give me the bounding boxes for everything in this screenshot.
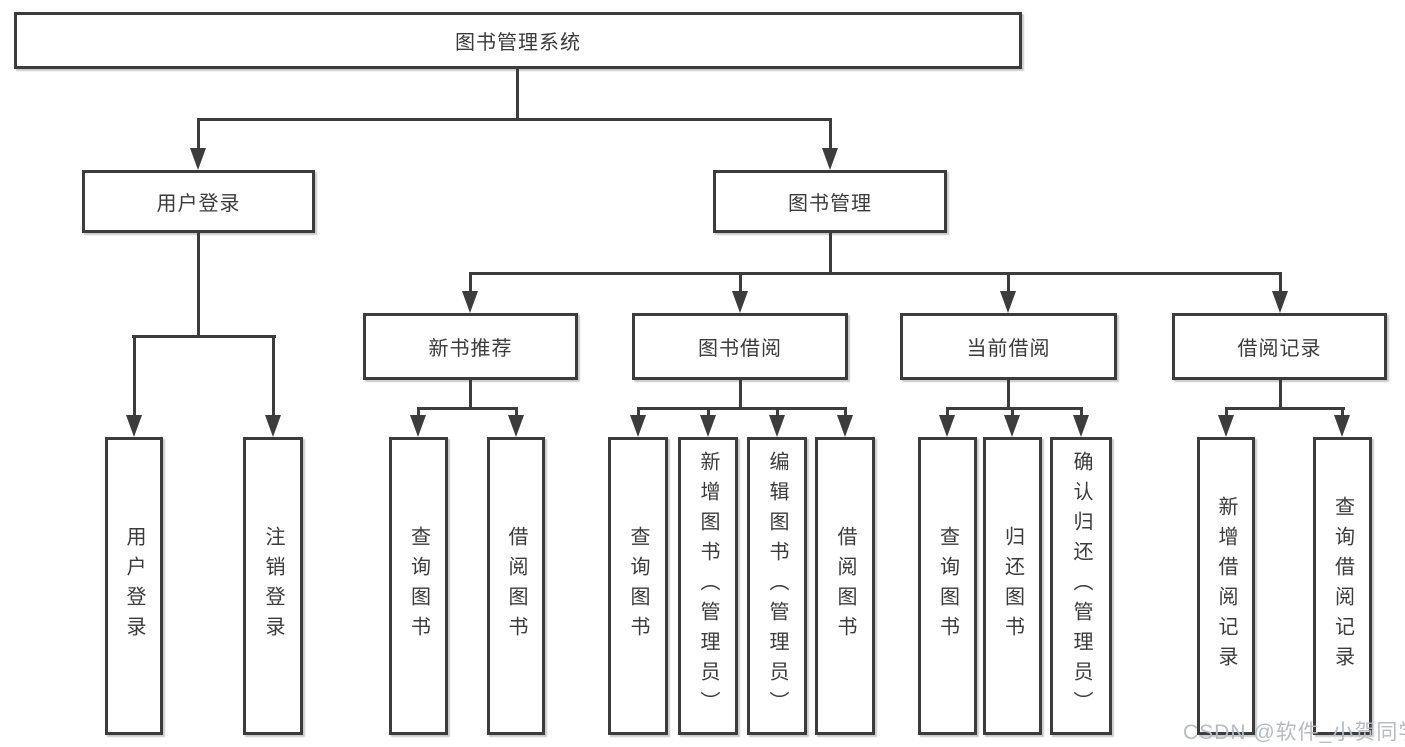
arrow-down-icon — [1272, 291, 1288, 313]
node-book-borrowing-label: 图书借阅 — [698, 338, 782, 360]
connector-stub-borrowing-records — [1279, 272, 1282, 294]
leaf-add-book-admin: 新增图书（管理员） — [678, 437, 738, 735]
leaf-borrow-books-borrowing: 借阅图书 — [815, 437, 875, 735]
leaf-query-books-recommend-label: 查询图书 — [407, 526, 430, 646]
connector-stub-book-borrowing — [739, 272, 742, 294]
arrow-down-icon — [190, 148, 206, 170]
leaf-user-login-label: 用户登录 — [123, 526, 145, 646]
leaf-add-borrow-record-label: 新增借阅记录 — [1215, 496, 1237, 676]
leaf-logout: 注销登录 — [243, 437, 303, 735]
leaf-return-books-label: 归还图书 — [1001, 526, 1024, 646]
arrow-down-icon — [1218, 415, 1234, 437]
node-book-management-label: 图书管理 — [788, 193, 872, 215]
leaf-borrow-books-recommend: 借阅图书 — [487, 437, 545, 735]
node-root: 图书管理系统 — [14, 12, 1022, 69]
leaf-borrow-books-borrowing-label: 借阅图书 — [834, 526, 856, 646]
connector-stub-leaf — [1011, 407, 1014, 420]
connector-stub-leaf-logout — [272, 335, 275, 419]
node-new-book-recommend-label: 新书推荐 — [428, 338, 513, 360]
leaf-query-books-current: 查询图书 — [918, 437, 977, 735]
leaf-query-books-borrowing: 查询图书 — [608, 437, 668, 735]
arrow-down-icon — [822, 148, 838, 170]
connector-stub-leaf — [515, 407, 518, 420]
arrow-down-icon — [265, 415, 281, 437]
connector-user-login-bus — [132, 335, 276, 338]
connector-current-borrowing-bus — [946, 407, 1083, 410]
leaf-query-borrow-record: 查询借阅记录 — [1313, 437, 1372, 735]
node-book-management: 图书管理 — [713, 170, 947, 233]
connector-user-login-down — [197, 233, 200, 338]
arrow-down-icon — [769, 415, 785, 437]
arrow-down-icon — [508, 415, 524, 437]
leaf-return-books: 归还图书 — [983, 437, 1042, 735]
node-current-borrowing-label: 当前借阅 — [966, 338, 1051, 360]
arrow-down-icon — [700, 415, 716, 437]
arrow-down-icon — [126, 415, 142, 437]
node-user-login-label: 用户登录 — [156, 193, 241, 215]
connector-stub-leaf — [417, 407, 420, 420]
leaf-user-login: 用户登录 — [105, 437, 163, 735]
connector-stub-new-book — [469, 272, 472, 294]
connector-stub-current-borrowing — [1007, 272, 1010, 294]
node-borrowing-records: 借阅记录 — [1172, 313, 1387, 380]
connector-stub-leaf — [946, 407, 949, 420]
arrow-down-icon — [1000, 291, 1016, 313]
connector-book-borrowing-bus — [637, 407, 847, 410]
leaf-edit-book-admin-label: 编辑图书（管理员） — [766, 451, 788, 721]
connector-stub-leaf — [844, 407, 847, 420]
leaf-query-books-borrowing-label: 查询图书 — [627, 526, 649, 646]
node-user-login: 用户登录 — [82, 170, 315, 233]
leaf-confirm-return-admin-label: 确认归还（管理员） — [1070, 451, 1092, 721]
connector-stub-leaf — [707, 407, 710, 420]
connector-level3-bus — [469, 272, 1282, 275]
connector-new-book-bus — [417, 407, 518, 410]
arrow-down-icon — [630, 415, 646, 437]
node-root-label: 图书管理系统 — [455, 32, 581, 54]
leaf-add-borrow-record: 新增借阅记录 — [1197, 437, 1255, 735]
leaf-edit-book-admin: 编辑图书（管理员） — [747, 437, 807, 735]
arrow-down-icon — [1004, 415, 1020, 437]
connector-stub-leaf — [776, 407, 779, 420]
connector-stub-leaf — [1225, 407, 1228, 420]
arrow-down-icon — [837, 415, 853, 437]
leaf-borrow-books-recommend-label: 借阅图书 — [505, 526, 527, 646]
connector-stub-leaf — [637, 407, 640, 420]
connector-stub-leaf — [1080, 407, 1083, 420]
leaf-query-books-recommend: 查询图书 — [389, 437, 448, 735]
connector-current-borrowing-down — [1007, 380, 1010, 410]
connector-stub-leaf — [1341, 407, 1344, 420]
connector-stub-book-management — [829, 118, 832, 152]
connector-new-book-down — [469, 380, 472, 410]
leaf-add-book-admin-label: 新增图书（管理员） — [697, 451, 719, 721]
watermark: CSDN @软件_小贺同学 — [1183, 721, 1405, 744]
connector-borrowing-records-bus — [1225, 407, 1345, 410]
arrow-down-icon — [410, 415, 426, 437]
leaf-query-books-current-label: 查询图书 — [936, 526, 959, 646]
connector-borrowing-records-down — [1279, 380, 1282, 410]
arrow-down-icon — [462, 291, 478, 313]
connector-root-down — [516, 68, 519, 121]
node-new-book-recommend: 新书推荐 — [363, 313, 578, 380]
connector-book-management-down — [829, 233, 832, 275]
arrow-down-icon — [732, 291, 748, 313]
connector-level2-bus — [197, 118, 832, 121]
leaf-query-borrow-record-label: 查询借阅记录 — [1331, 496, 1354, 676]
node-current-borrowing: 当前借阅 — [900, 313, 1117, 380]
node-borrowing-records-label: 借阅记录 — [1237, 338, 1322, 360]
arrow-down-icon — [1073, 415, 1089, 437]
connector-stub-leaf-user-login — [133, 335, 136, 419]
connector-stub-user-login — [197, 118, 200, 152]
node-book-borrowing: 图书借阅 — [632, 313, 848, 380]
arrow-down-icon — [1334, 415, 1350, 437]
leaf-confirm-return-admin: 确认归还（管理员） — [1050, 437, 1112, 735]
arrow-down-icon — [939, 415, 955, 437]
leaf-logout-label: 注销登录 — [262, 526, 284, 646]
connector-book-borrowing-down — [739, 380, 742, 410]
